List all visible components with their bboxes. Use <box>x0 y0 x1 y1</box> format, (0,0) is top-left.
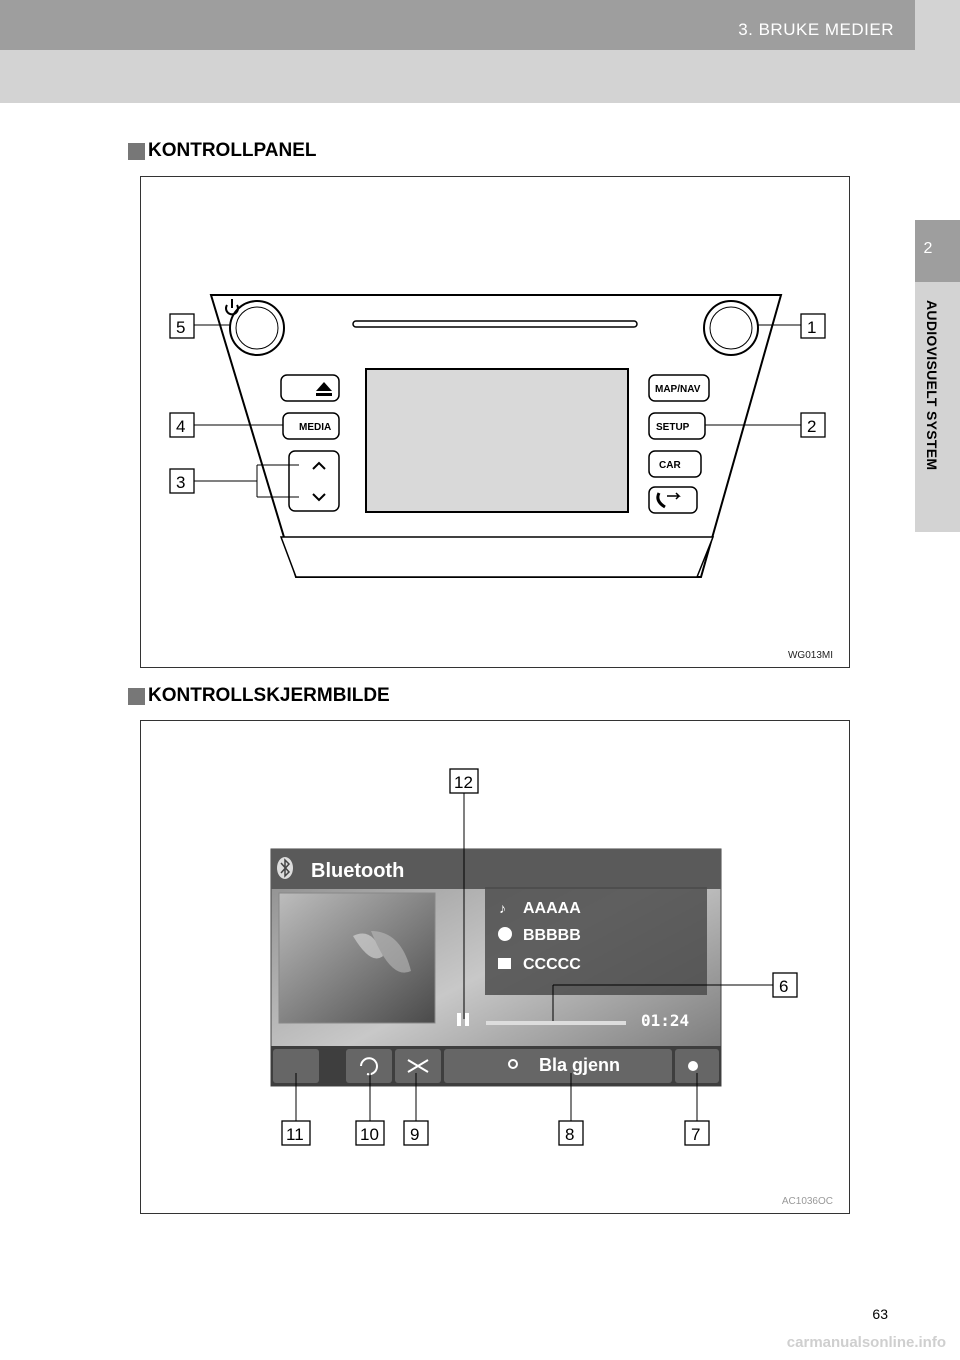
phone-icon <box>656 492 681 509</box>
eject-button <box>280 374 340 402</box>
power-volume-knob <box>229 300 285 356</box>
watermark: carmanualsonline.info <box>786 1334 946 1351</box>
album-name: CCCCC <box>523 956 581 973</box>
shuffle-icon <box>407 1059 429 1073</box>
panel-lower-strip <box>279 536 715 578</box>
media-button-label: MEDIA <box>299 422 331 433</box>
callout-10: 10 <box>355 1120 385 1146</box>
svg-text:9: 9 <box>410 1125 419 1144</box>
panel-screen <box>365 368 629 513</box>
callout-12: 12 <box>449 768 479 794</box>
track-title: AAAAA <box>523 900 581 917</box>
search-icon <box>508 1059 518 1069</box>
svg-text:5: 5 <box>176 318 185 337</box>
playback-time: 01:24 <box>641 1011 689 1030</box>
gear-icon <box>688 1061 698 1071</box>
svg-text:1: 1 <box>807 318 816 337</box>
side-tab-label-bg <box>915 282 960 532</box>
seek-track-button <box>288 450 340 512</box>
section-title: KONTROLLPANEL <box>148 140 317 161</box>
callout-5: 5 <box>169 313 195 339</box>
screen-source-title: Bluetooth <box>311 860 404 882</box>
chapter-title: 3. BRUKE MEDIER <box>738 20 894 39</box>
svg-text:6: 6 <box>779 977 788 996</box>
artist-name: BBBBB <box>523 927 581 944</box>
heading-square-icon <box>128 142 145 160</box>
source-button <box>273 1049 319 1083</box>
callout-1: 1 <box>800 313 826 339</box>
figure-code: AC1036OC <box>781 1196 833 1207</box>
power-icon <box>225 299 239 316</box>
svg-text:10: 10 <box>360 1125 379 1144</box>
browse-button-label: Bla gjenn <box>539 1055 620 1075</box>
car-button-label: CAR <box>659 460 681 471</box>
callout-6: 6 <box>772 972 798 998</box>
svg-text:3: 3 <box>176 473 185 492</box>
callout-3: 3 <box>169 468 195 494</box>
side-tab-label: AUDIOVISUELT SYSTEM <box>924 300 940 471</box>
artist-icon <box>498 927 512 941</box>
section-title: KONTROLLSKJERMBILDE <box>148 685 390 706</box>
setup-button-label: SETUP <box>656 422 690 433</box>
heading-square-icon <box>128 687 145 705</box>
car-button <box>648 450 702 478</box>
media-button <box>282 412 340 440</box>
callout-9: 9 <box>403 1120 429 1146</box>
music-note-icon: ♪ <box>499 900 506 916</box>
callout-7: 7 <box>684 1120 710 1146</box>
repeat-button <box>346 1049 392 1083</box>
svg-text:12: 12 <box>454 773 473 792</box>
svg-text:2: 2 <box>807 417 816 436</box>
page-number: 63 <box>872 1306 888 1322</box>
svg-text:8: 8 <box>565 1125 574 1144</box>
progress-bar <box>486 1021 626 1025</box>
figure-code: WG013MI <box>787 650 833 661</box>
callout-4: 4 <box>169 412 195 438</box>
figure-control-screen: Bluetooth ♪ AAAAA BBBBB CCCCC 01:24 Bla … <box>140 720 850 1214</box>
album-icon <box>498 958 511 969</box>
svg-text:11: 11 <box>286 1125 304 1144</box>
control-screen-illustration: Bluetooth ♪ AAAAA BBBBB CCCCC 01:24 Bla … <box>270 768 798 1146</box>
side-tab-number: 2 <box>923 240 933 257</box>
map-nav-button <box>648 374 710 402</box>
album-art <box>278 892 436 1024</box>
callout-11: 11 <box>281 1120 311 1146</box>
browse-button <box>444 1049 672 1083</box>
bluetooth-icon <box>277 857 293 879</box>
section-heading-screen: KONTROLLSKJERMBILDE <box>128 685 390 707</box>
track-info-panel <box>485 887 707 995</box>
svg-text:4: 4 <box>176 417 185 436</box>
map-nav-button-label: MAP/NAV <box>655 384 701 395</box>
figure-control-panel: MEDIA MAP/NAV SETUP CAR 5 1 4 2 3 WG013M… <box>140 176 850 668</box>
eject-icon <box>316 382 332 396</box>
header-bar <box>0 0 915 50</box>
repeat-icon <box>360 1057 378 1076</box>
control-panel-illustration: MEDIA MAP/NAV SETUP CAR 5 1 4 2 3 <box>169 294 826 578</box>
tune-scroll-knob-inner <box>709 306 753 350</box>
pause-icon <box>457 1013 461 1026</box>
side-tab <box>915 220 960 282</box>
chevron-down-icon <box>312 493 326 502</box>
svg-text:7: 7 <box>691 1125 700 1144</box>
music-art-icon <box>353 931 411 973</box>
chevron-up-icon <box>312 461 326 470</box>
power-volume-knob-inner <box>235 306 279 350</box>
callout-2: 2 <box>800 412 826 438</box>
phone-button <box>648 486 698 514</box>
setup-button <box>648 412 706 440</box>
cd-slot <box>352 320 638 328</box>
section-heading-panel: KONTROLLPANEL <box>128 140 317 162</box>
tune-scroll-knob <box>703 300 759 356</box>
callout-8: 8 <box>558 1120 584 1146</box>
screen-title-bar <box>271 849 721 889</box>
